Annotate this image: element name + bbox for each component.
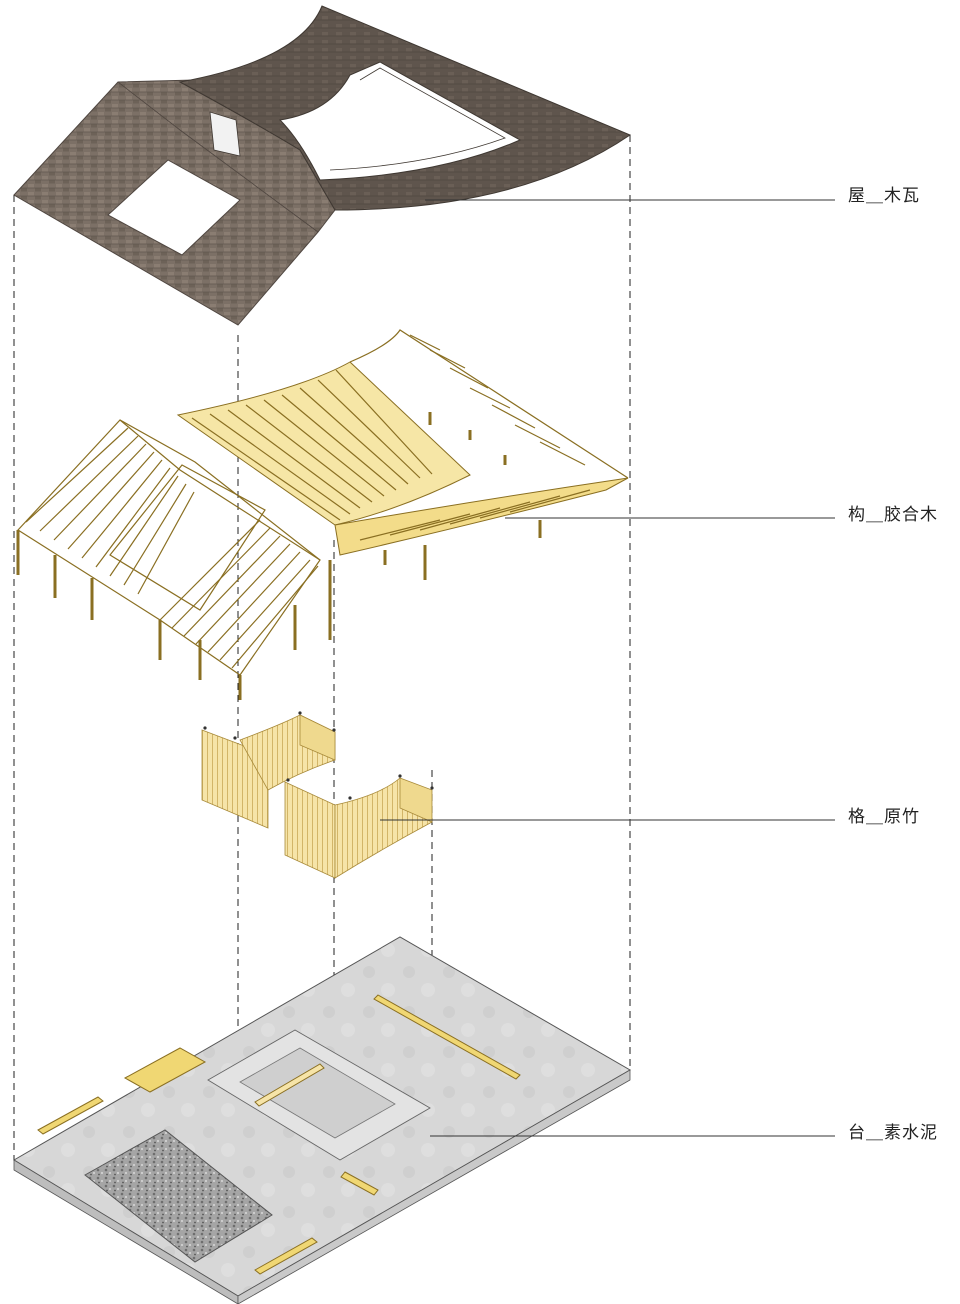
leader-lines <box>380 199 835 1137</box>
roof-layer <box>13 5 632 326</box>
lattice-layer <box>201 711 434 879</box>
label-platform: 台＿素水泥 <box>848 1123 938 1143</box>
label-roof: 屋＿木瓦 <box>848 186 920 206</box>
benches <box>37 994 521 1275</box>
frame-layer <box>16 329 629 700</box>
roof-left-opening <box>107 159 241 256</box>
gravel-pool <box>84 1129 273 1263</box>
label-lattice: 格＿原竹 <box>848 807 920 827</box>
roof-right-skylight <box>278 61 522 181</box>
platform-layer <box>13 936 631 1304</box>
label-frame: 构＿胶合木 <box>848 505 938 525</box>
